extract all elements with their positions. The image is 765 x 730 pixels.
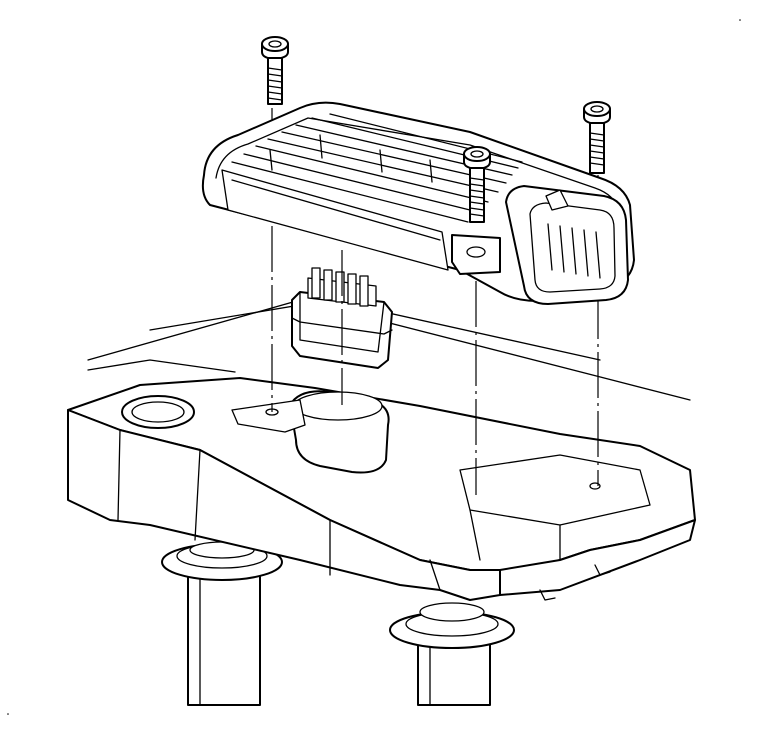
support-post-left [161,541,283,706]
support-post-right [389,602,515,706]
mounting-bolt-middle [463,146,491,223]
control-module [201,101,635,305]
speck [7,713,9,715]
mounting-bolt-left [261,36,289,105]
mounting-bolt-right [583,101,611,174]
speck [739,19,741,21]
